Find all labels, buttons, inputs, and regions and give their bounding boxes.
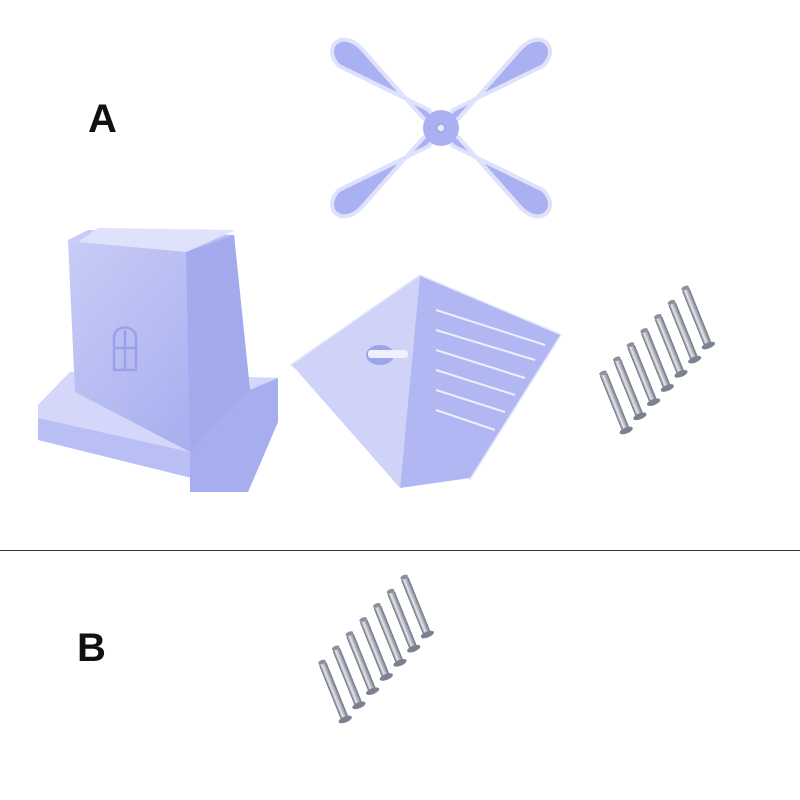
roof-mold-icon (289, 274, 563, 488)
tube-set-icon (314, 572, 435, 725)
section-divider (0, 550, 800, 551)
house-base-mold-icon (38, 228, 278, 492)
section-label-b: B (77, 626, 106, 670)
section-label-a: A (88, 97, 117, 141)
tube-set-icon (595, 283, 716, 436)
propeller-mold-icon (330, 37, 552, 219)
